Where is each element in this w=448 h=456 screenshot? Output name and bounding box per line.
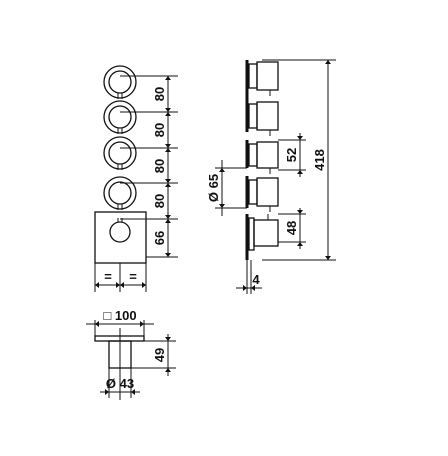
body-depth-dimension: 49: [131, 334, 176, 376]
side-cartridge-1: [248, 61, 279, 96]
side-knob: [248, 214, 279, 251]
body-diameter-label: Ø 43: [106, 376, 134, 391]
side-cartridge-4: [248, 177, 279, 212]
knob-diameter-dimension: Ø 65: [206, 160, 247, 216]
spacing-label-2: 80: [152, 123, 167, 137]
knob-diameter-label: Ø 65: [206, 174, 221, 202]
total-height-dimension: 418: [262, 59, 336, 261]
cartridge-depth-dimension: 52: [278, 133, 306, 177]
body-diameter-dimension: Ø 43: [100, 368, 140, 398]
side-view: 418 52 48 Ø 65: [206, 59, 336, 294]
wall-offset-dimension: 4: [236, 260, 262, 294]
round-handle-3: [103, 136, 137, 170]
total-height-label: 418: [312, 149, 327, 171]
cartridge-depth-label: 52: [284, 148, 299, 162]
width-equal-left: =: [104, 269, 112, 284]
wall-offset-label: 4: [252, 272, 260, 287]
control-plate: [94, 211, 147, 264]
vertical-dimension-chain: 80 80 80 80 66: [120, 75, 178, 258]
spacing-label-3: 80: [152, 159, 167, 173]
top-body: [108, 328, 132, 400]
plate-size-label: □ 100: [103, 308, 136, 323]
spacing-label-5: 66: [152, 231, 167, 245]
top-view: □ 100 49 Ø 43: [86, 308, 176, 400]
knob-depth-label: 48: [284, 221, 299, 235]
plate-size-dimension: □ 100: [86, 308, 154, 336]
round-handle-2: [103, 100, 137, 134]
front-view: 80 80 80 80 66 = =: [94, 65, 178, 292]
side-cartridge-2: [248, 101, 279, 136]
width-equal-right: =: [129, 269, 137, 284]
spacing-label-4: 80: [152, 194, 167, 208]
side-cartridge-3: [248, 141, 279, 174]
width-dimension: = =: [94, 263, 147, 292]
body-depth-label: 49: [152, 348, 167, 362]
round-handle-4: [103, 176, 137, 210]
spacing-label-1: 80: [152, 87, 167, 101]
knob-depth-dimension: 48: [278, 208, 306, 249]
round-handle-1: [103, 65, 137, 99]
